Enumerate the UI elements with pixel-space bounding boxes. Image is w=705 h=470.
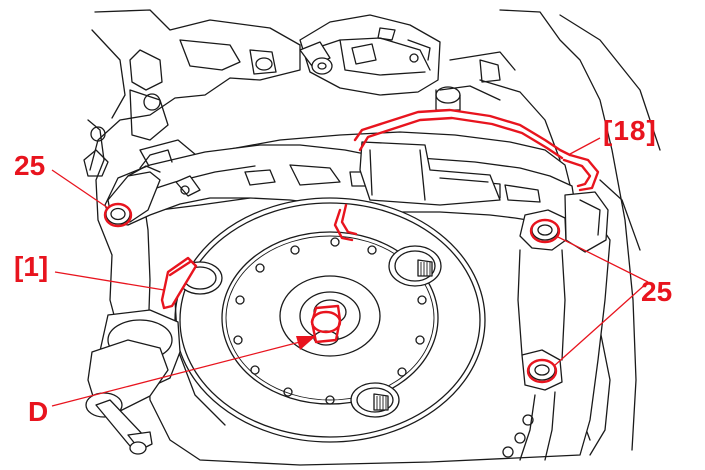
callout-hose-18: [18] <box>603 115 657 146</box>
arrowhead-point-d <box>296 336 316 350</box>
leader-hose-18 <box>569 137 601 155</box>
left-bolt-boss <box>105 149 173 225</box>
hose-highlight <box>333 108 600 242</box>
leader-bolt-right-upper <box>555 235 649 283</box>
bolt-highlights <box>103 202 561 384</box>
shaft-highlight <box>310 304 342 344</box>
callout-bolts-right: 25 <box>641 276 673 307</box>
leader-bolt-right-lower <box>553 281 649 367</box>
leader-bolt-left <box>51 169 109 209</box>
leader-point-d <box>51 341 301 407</box>
tool-wedge-highlight <box>160 256 198 310</box>
callout-tool-1: [1] <box>14 251 49 282</box>
special-tool-body <box>85 309 181 455</box>
bracket-plate <box>104 141 576 226</box>
converter-studs <box>177 245 442 418</box>
leader-lines <box>51 137 649 407</box>
leader-tool-1 <box>54 271 165 291</box>
solenoid-valve-unit <box>299 14 441 96</box>
callout-bolt-left: 25 <box>14 150 46 181</box>
callout-point-d: D <box>28 396 49 427</box>
